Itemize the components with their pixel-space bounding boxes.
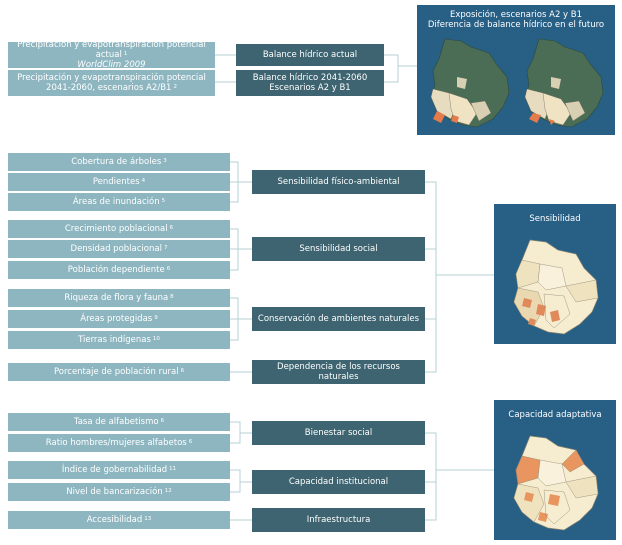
footnote-ref: 4 <box>141 178 146 184</box>
node-sensibilidad-social: Sensibilidad social <box>252 237 425 261</box>
node-dependencia-recursos: Dependencia de los recursos naturales <box>252 360 425 384</box>
footnote-ref: 3 <box>163 158 167 164</box>
node-label: Infraestructura <box>306 515 371 525</box>
panel-subtitle: Diferencia de balance hídrico en el futu… <box>427 20 605 30</box>
footnote-ref: 9 <box>154 315 158 321</box>
map-sensibilidad <box>513 239 599 335</box>
input-label: Áreas de inundación <box>72 197 160 207</box>
input-label: Precipitación y evapotranspiración poten… <box>17 40 206 60</box>
node-sensibilidad-fisico-ambiental: Sensibilidad físico-ambiental <box>252 170 425 194</box>
input-label: Tasa de alfabetismo <box>73 417 159 427</box>
input-label: Riqueza de flora y fauna <box>64 293 169 303</box>
footnote-ref: 1 <box>123 51 128 57</box>
map-exposicion-a2 <box>430 38 510 128</box>
input-label: Cobertura de árboles <box>71 157 162 167</box>
input-label: Nivel de bancarización <box>66 487 163 497</box>
node-label: Sensibilidad físico-ambiental <box>277 177 400 187</box>
node-label: Bienestar social <box>304 428 373 438</box>
input-label: Densidad poblacional <box>70 244 162 254</box>
input-label: Porcentaje de población rural <box>53 367 179 377</box>
input-label: Ratio hombres/mujeres alfabetos <box>45 438 187 448</box>
node-label: Conservación de ambientes naturales <box>257 314 420 324</box>
node-label: Dependencia de los recursos naturales <box>277 362 400 382</box>
map-exposicion-b1 <box>524 38 604 128</box>
input-label: Accesibilidad <box>86 515 143 525</box>
input-label-line2: 2041-2060, escenarios A2/B1 <box>46 83 172 93</box>
footnote-ref: 6 <box>169 225 174 231</box>
node-label: Sensibilidad social <box>299 244 378 254</box>
panel-title: Sensibilidad <box>529 214 581 224</box>
node-label: Balance hídrico 2041-2060 <box>252 73 368 83</box>
node-label: Balance hídrico actual <box>262 50 358 60</box>
map-capacidad-adaptativa <box>513 435 599 531</box>
footnote-ref: 11 <box>169 466 177 472</box>
node-label: Capacidad institucional <box>288 477 389 487</box>
footnote-ref: 8 <box>170 294 174 300</box>
footnote-ref: 13 <box>144 516 152 522</box>
input-label: Precipitación y evapotranspiración poten… <box>17 73 206 83</box>
input-label: Índice de gobernabilidad <box>61 465 168 475</box>
input-label: Población dependiente <box>67 265 165 275</box>
footnote-ref: 12 <box>164 488 172 494</box>
footnote-ref: 10 <box>152 336 160 342</box>
node-balance-hidrico-futuro: Balance hídrico 2041-2060 Escenarios A2 … <box>236 70 384 96</box>
footnote-ref: 2 <box>173 84 177 90</box>
node-label-line2: Escenarios A2 y B1 <box>269 83 351 93</box>
input-precipitacion-futura: Precipitación y evapotranspiración poten… <box>8 70 215 96</box>
footnote-ref: 6 <box>160 418 165 424</box>
panel-sensibilidad: Sensibilidad <box>494 204 616 344</box>
node-balance-hidrico-actual: Balance hídrico actual <box>236 44 384 66</box>
panel-capacidad-adaptativa: Capacidad adaptativa <box>494 400 616 540</box>
footnote-ref: 5 <box>161 198 166 204</box>
input-label: Tierras indígenas <box>78 335 151 345</box>
footnote-ref: 6 <box>180 368 185 374</box>
panel-exposicion: Exposición, escenarios A2 y B1 Diferenci… <box>417 5 615 135</box>
input-label: Áreas protegidas <box>80 314 153 324</box>
panel-title: Capacidad adaptativa <box>508 410 602 420</box>
input-label: Crecimiento poblacional <box>64 224 168 234</box>
node-bienestar-social: Bienestar social <box>252 421 425 445</box>
footnote-ref: 6 <box>188 439 193 445</box>
input-precipitacion-actual: Precipitación y evapotranspiración poten… <box>8 40 215 70</box>
input-label-line2: WorldClim 2009 <box>77 60 146 70</box>
panel-title: Exposición, escenarios A2 y B1 <box>449 10 583 20</box>
footnote-ref: 7 <box>163 245 168 251</box>
input-label: Pendientes <box>92 177 140 187</box>
node-conservacion-ambientes: Conservación de ambientes naturales <box>252 307 425 331</box>
node-capacidad-institucional: Capacidad institucional <box>252 470 425 494</box>
footnote-ref: 6 <box>166 266 171 272</box>
node-infraestructura: Infraestructura <box>252 508 425 532</box>
